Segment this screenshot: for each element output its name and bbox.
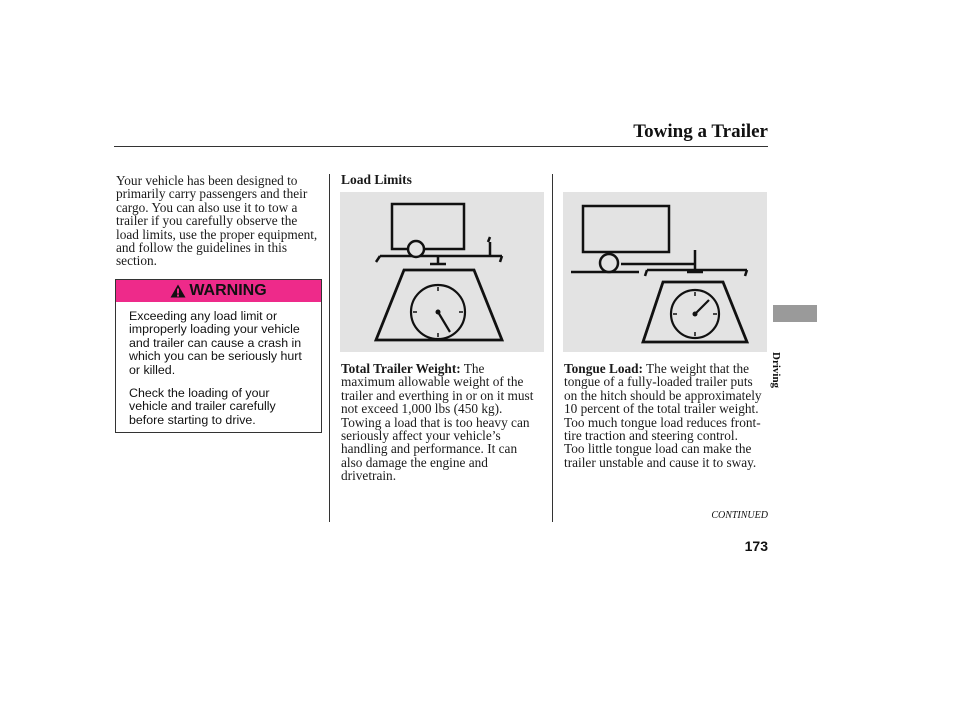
tongue-load-text: Tongue Load: The weight that the tongue … — [564, 362, 774, 469]
text-line: Too much tongue load reduces front- — [564, 414, 761, 430]
text-line: which you can be seriously hurt — [129, 349, 302, 364]
text-line: tire traction and steering control. — [564, 428, 738, 444]
trailer-on-scale-drawing — [373, 202, 505, 342]
section-tab — [773, 305, 817, 322]
text-fragment: The weight that the — [646, 361, 750, 376]
tongue-load-illustration — [563, 192, 767, 352]
header-rule — [114, 146, 768, 147]
trailer-weight-illustration — [340, 192, 544, 352]
text-line: maximum allowable weight of the — [341, 374, 524, 390]
tongue-load-label: Tongue Load: — [564, 361, 643, 376]
warning-paragraph-1: Exceeding any load limit or improperly l… — [129, 309, 311, 377]
page-title: Towing a Trailer — [633, 121, 768, 142]
text-line: handling and performance. It can — [341, 441, 518, 457]
load-limits-heading: Load Limits — [341, 172, 412, 187]
text-line: and follow the guidelines in this — [116, 240, 287, 256]
intro-text: Your vehicle has been designed to primar… — [116, 174, 326, 268]
text-line: Exceeding any load limit or — [129, 309, 278, 323]
text-line: trailer and everthing in or on it must — [341, 387, 534, 403]
total-trailer-weight-label: Total Trailer Weight: — [341, 361, 461, 376]
text-line: trailer unstable and cause it to sway. — [564, 454, 757, 470]
text-line: 10 percent of the total trailer weight. — [564, 401, 759, 417]
trailer-tongue-on-scale-drawing — [571, 204, 750, 344]
text-line: Total Trailer Weight: The — [341, 362, 549, 375]
warning-box: WARNING Exceeding any load limit or impr… — [115, 279, 322, 433]
warning-body: Exceeding any load limit or improperly l… — [116, 302, 321, 427]
text-fragment: The — [463, 361, 485, 376]
text-line: before starting to drive. — [129, 412, 256, 427]
text-line: primarily carry passengers and their — [116, 186, 308, 202]
text-line: or killed. — [129, 362, 176, 377]
page-number: 173 — [744, 538, 768, 554]
column-divider-1 — [329, 174, 330, 522]
text-line: also damage the engine and — [341, 454, 488, 470]
text-line: not exceed 1,000 lbs (450 kg). — [341, 401, 503, 417]
text-line: seriously affect your vehicle’s — [341, 428, 501, 444]
total-trailer-weight-text: Total Trailer Weight: The maximum allowa… — [341, 362, 549, 483]
text-line: load limits, use the proper equipment, — [116, 226, 318, 242]
text-line: trailer if you carefully observe the — [116, 213, 298, 229]
warning-header: WARNING — [116, 280, 321, 302]
text-line: Tongue Load: The weight that the — [564, 362, 774, 375]
text-line: Check the loading of your — [129, 386, 270, 401]
continued-label: CONTINUED — [711, 510, 768, 521]
text-line: drivetrain. — [341, 468, 397, 484]
text-line: tongue of a fully-loaded trailer puts — [564, 374, 753, 390]
warning-triangle-icon — [170, 284, 186, 298]
text-line: Too little tongue load can make the — [564, 441, 752, 457]
text-line: Towing a load that is too heavy can — [341, 414, 530, 430]
text-line: cargo. You can also use it to tow a — [116, 199, 298, 215]
text-line: section. — [116, 253, 157, 269]
text-line: Your vehicle has been designed to — [116, 173, 298, 188]
text-line: on the hitch should be approximately — [564, 387, 762, 403]
text-line: improperly loading your vehicle — [129, 322, 300, 337]
text-line: vehicle and trailer carefully — [129, 399, 276, 414]
warning-label: WARNING — [189, 282, 267, 299]
text-line: and trailer can cause a crash in — [129, 335, 302, 350]
section-tab-label: Driving — [770, 352, 782, 389]
column-divider-2 — [552, 174, 553, 522]
warning-paragraph-2: Check the loading of your vehicle and tr… — [129, 386, 311, 427]
